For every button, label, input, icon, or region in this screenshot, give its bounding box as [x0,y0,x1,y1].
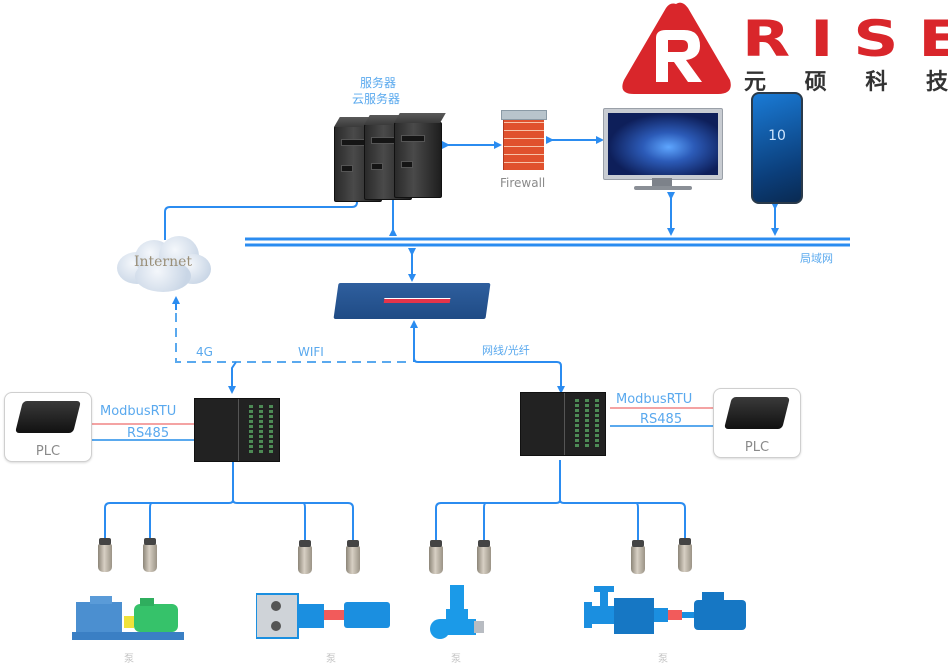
lan-label: 局域网 [800,252,833,265]
centrifugal-pump-icon[interactable] [584,584,750,642]
monitor-stand [652,178,672,186]
right-bus-label: RS485 [640,412,683,427]
vibration-sensor-icon [677,538,693,572]
server-label: 服务器 [360,76,397,90]
equipment-caption: 泵 [658,654,668,665]
server-rack-icon[interactable] [334,113,446,202]
internet-label: Internet [133,254,193,270]
vibration-sensor-icon [428,540,444,574]
firewall-label: Firewall [500,176,546,190]
right-protocol-label: ModbusRTU [616,392,693,407]
vibration-sensor-icon [345,540,361,574]
left-gateway-icon[interactable] [194,398,280,462]
phone-screen-text: 10 [768,128,786,144]
cloud-icon[interactable]: Internet [115,236,211,292]
motor-pump-unit-icon[interactable] [72,594,184,642]
wifi-label: WIFI [298,345,324,359]
right-plc-icon[interactable]: PLC [713,388,801,458]
left-plc-label: PLC [35,444,61,459]
right-gateway-icon[interactable] [520,392,606,456]
internet-server-link [164,174,361,240]
network-switch-icon[interactable] [333,283,491,319]
smartphone-icon[interactable]: 10 [751,92,803,204]
cloud-server-label: 云服务器 [352,92,401,106]
right-sensor-tree [435,460,686,540]
brand-char: 技 [925,70,948,95]
equipment-caption: 泵 [124,654,134,665]
left-plc-icon[interactable]: PLC [4,392,92,462]
left-protocol-label: ModbusRTU [100,404,177,419]
brand-char: 硕 [804,70,827,95]
right-plc-label: PLC [744,440,770,455]
brand-char: 元 [744,70,767,95]
vibration-sensor-icon [297,540,313,574]
rise-wordmark: RISE [742,10,948,68]
equipment-caption: 泵 [451,654,461,665]
wireless-link [175,298,412,363]
left-sensor-tree [104,462,354,540]
monitor-dashboard-icon[interactable] [603,108,723,180]
screw-pump-icon[interactable] [256,592,396,640]
monitor-base [634,186,692,190]
rise-logo-mark [622,2,731,95]
vibration-sensor-icon [476,540,492,574]
left-rs485-lines [92,423,194,441]
4g-label: 4G [196,345,213,359]
left-bus-label: RS485 [127,426,170,441]
vibration-sensor-icon [630,540,646,574]
brand-char: 科 [865,70,888,95]
right-rs485-lines [610,407,713,427]
brand-chinese-name: 元 硕 科 技 [744,70,948,96]
vertical-pump-icon[interactable] [428,585,488,643]
wired-label: 网线/光纤 [482,344,530,357]
equipment-caption: 泵 [326,654,336,665]
vibration-sensor-icon [97,538,113,572]
firewall-icon[interactable] [501,110,547,170]
lan-bus [245,237,850,247]
vibration-sensor-icon [142,538,158,572]
